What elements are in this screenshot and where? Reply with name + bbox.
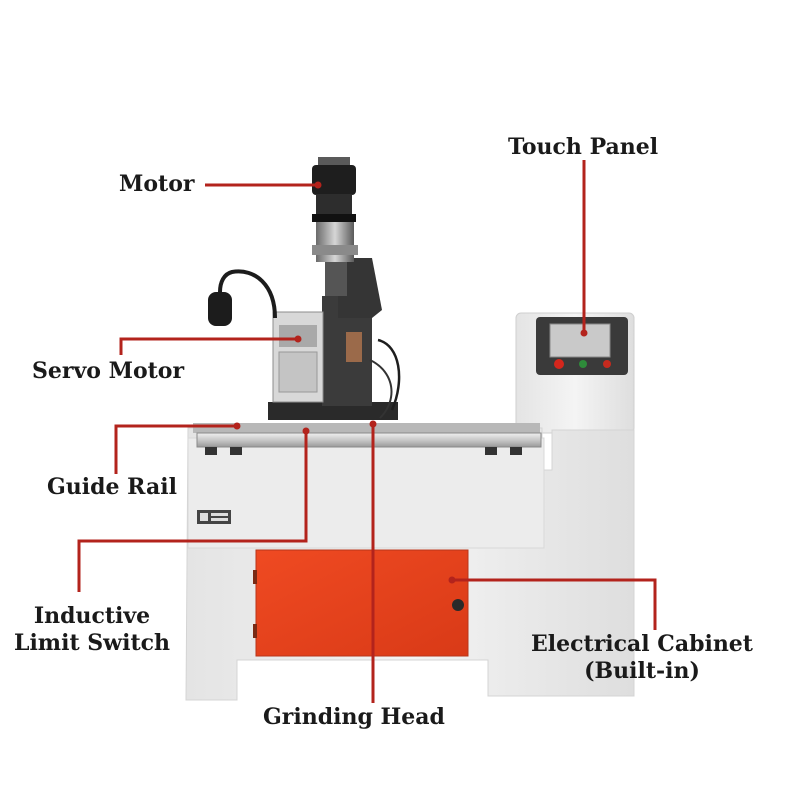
label-electrical-cabinet: Electrical Cabinet (Built-in) bbox=[527, 631, 757, 685]
leader-guide-rail bbox=[114, 424, 237, 474]
spindle-housing bbox=[316, 222, 354, 262]
label-electrical-line-2: (Built-in) bbox=[584, 658, 700, 684]
leader-inductive-limit-switch bbox=[77, 431, 308, 592]
label-inductive-line-1: Inductive bbox=[33, 603, 151, 629]
label-inductive-limit-switch: Inductive Limit Switch bbox=[12, 603, 172, 657]
touch-panel-assembly bbox=[536, 317, 628, 375]
motor bbox=[312, 165, 356, 195]
label-guide-rail: Guide Rail bbox=[47, 474, 177, 500]
start-button bbox=[579, 360, 587, 368]
work-lamp-head bbox=[208, 292, 232, 326]
leader-electrical-cabinet bbox=[452, 578, 657, 630]
leader-servo-motor bbox=[119, 337, 298, 355]
label-grinding-head: Grinding Head bbox=[263, 704, 445, 730]
rail-bar bbox=[196, 432, 542, 448]
label-motor: Motor bbox=[119, 171, 195, 197]
grinding-head-assembly bbox=[208, 157, 401, 420]
leader-lines bbox=[77, 160, 657, 703]
label-inductive-line-2: Limit Switch bbox=[13, 630, 171, 656]
label-servo-motor: Servo Motor bbox=[32, 358, 185, 384]
cabinet-lock bbox=[452, 599, 464, 611]
guide-rail bbox=[193, 423, 542, 455]
stop-button bbox=[603, 360, 611, 368]
electrical-cabinet-door bbox=[255, 549, 469, 657]
leader-dots bbox=[233, 181, 588, 584]
upper-body bbox=[187, 437, 545, 549]
label-touch-panel: Touch Panel bbox=[508, 134, 659, 160]
machine-base bbox=[185, 312, 635, 701]
work-lamp-arm bbox=[218, 269, 277, 319]
emergency-button bbox=[554, 359, 564, 369]
touch-panel-screen bbox=[549, 323, 611, 358]
label-electrical-line-1: Electrical Cabinet bbox=[531, 631, 753, 657]
carriage bbox=[268, 402, 398, 420]
